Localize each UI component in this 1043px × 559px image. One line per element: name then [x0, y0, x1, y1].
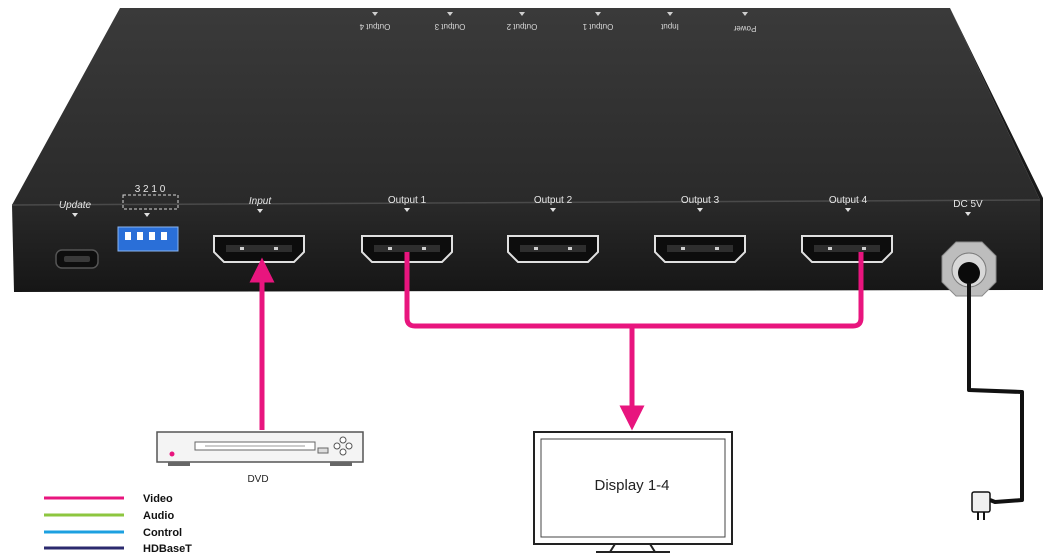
top-label-power: Power — [733, 24, 756, 33]
dvd-power-led — [169, 451, 175, 457]
video-cables — [249, 252, 864, 431]
hdmi-port-output1 — [361, 235, 453, 263]
dc-power-jack — [941, 241, 997, 297]
hdmi-port-input — [213, 235, 305, 263]
label-dip-switch: 3 2 1 0 — [135, 184, 166, 195]
top-label-input: Input — [660, 22, 679, 31]
top-label-output1: Output 1 — [582, 22, 613, 31]
hdmi-port-output2 — [507, 235, 599, 263]
front-panel-labels: Update 3 2 1 0 Input Output 1 Output 2 O… — [59, 184, 983, 217]
hdmi-port-output4 — [801, 235, 893, 263]
legend-label-hdbaset: HDBaseT — [143, 543, 192, 555]
label-input: Input — [249, 196, 272, 207]
top-label-output4: Output 4 — [359, 22, 390, 31]
dvd-player: DVD — [156, 431, 364, 485]
top-label-output2: Output 2 — [506, 22, 537, 31]
legend-label-video: Video — [143, 493, 173, 505]
label-dc-5v: DC 5V — [953, 199, 983, 210]
legend-label-audio: Audio — [143, 510, 174, 522]
hdmi-splitter-device: Output 4 Output 3 Output 2 Output 1 Inpu… — [11, 8, 1043, 297]
dvd-label: DVD — [247, 474, 268, 485]
update-port — [55, 249, 99, 269]
device-top-surface — [12, 8, 1040, 205]
power-cable — [967, 283, 1024, 520]
label-output3: Output 3 — [681, 195, 720, 206]
dip-switch — [117, 226, 179, 252]
label-output2: Output 2 — [534, 195, 573, 206]
display-monitor: Display 1-4 — [533, 431, 733, 553]
top-label-output3: Output 3 — [434, 22, 465, 31]
display-label: Display 1-4 — [594, 477, 669, 494]
top-surface-labels: Output 4 Output 3 Output 2 Output 1 Inpu… — [359, 12, 756, 33]
label-output4: Output 4 — [829, 195, 868, 206]
legend-label-control: Control — [143, 527, 182, 539]
legend: Video Audio Control HDBaseT — [44, 493, 192, 555]
label-output1: Output 1 — [388, 195, 427, 206]
label-update: Update — [59, 200, 92, 211]
hdmi-port-output3 — [654, 235, 746, 263]
